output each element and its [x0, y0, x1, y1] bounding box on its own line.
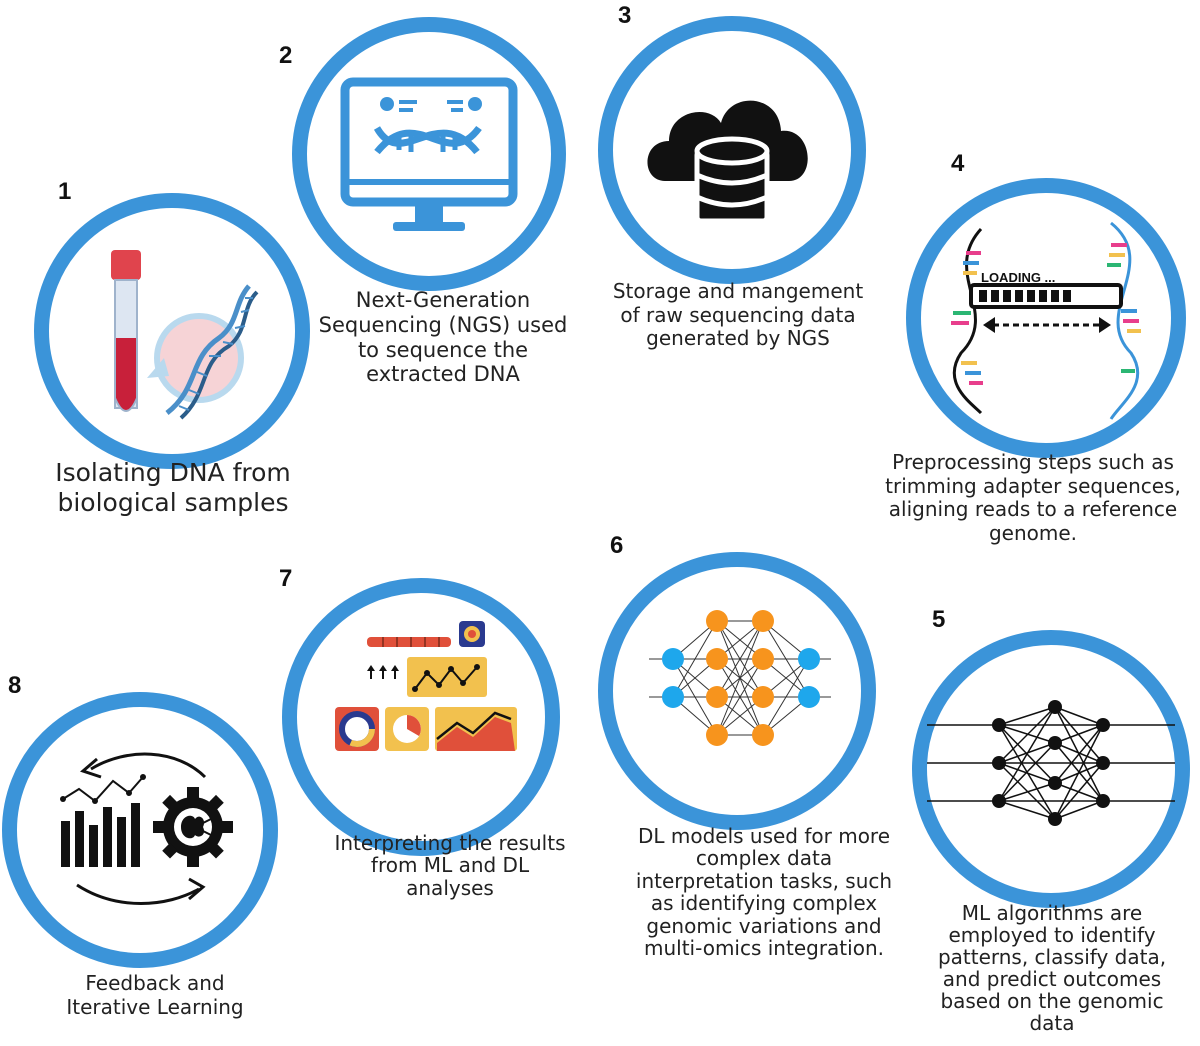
step-7-caption: Interpreting the results from ML and DL … [300, 831, 600, 900]
caption-line: ML algorithms are [961, 901, 1143, 925]
caption-line: based on the genomic [940, 989, 1164, 1013]
step-6-caption: DL models used for more complex data int… [606, 824, 922, 960]
deep-neural-network-icon [649, 610, 831, 746]
step-1-circle [34, 193, 310, 469]
caption-line: trimming adapter sequences, [885, 473, 1181, 498]
step-3-circle [598, 16, 866, 284]
test-tube-dna-icon [111, 250, 259, 420]
neural-network-icon [927, 700, 1175, 826]
caption-line: and predict outcomes [942, 967, 1162, 991]
step-number-6: 6 [610, 532, 624, 559]
step-number-7: 7 [279, 565, 293, 592]
caption-line: generated by NGS [646, 326, 830, 351]
caption-line: Feedback and [85, 971, 225, 995]
caption-line: interpretation tasks, such [635, 868, 893, 893]
feedback-loop-icon [60, 752, 233, 905]
step-3-caption: Storage and mangement of raw sequencing … [588, 279, 888, 351]
caption-line: patterns, classify data, [937, 945, 1167, 969]
caption-line: complex data [695, 846, 833, 871]
caption-line: genome. [988, 520, 1078, 545]
step-8-circle [2, 692, 278, 968]
step-4-circle: LOADING ... [906, 178, 1186, 458]
caption-line: of raw sequencing data [620, 302, 856, 327]
step-number-3: 3 [618, 2, 632, 29]
cloud-database-icon [647, 100, 808, 224]
caption-line: Preprocessing steps such as [892, 450, 1174, 474]
caption-line: Interpreting the results [334, 831, 566, 855]
caption-line: from ML and DL [370, 853, 530, 878]
caption-line: extracted DNA [366, 362, 520, 387]
caption-line: data [1029, 1011, 1075, 1035]
step-7-circle [282, 578, 560, 856]
caption-line: Next-Generation [355, 288, 531, 312]
caption-line: Iterative Learning [66, 995, 244, 1019]
caption-line: Isolating DNA from [55, 458, 291, 487]
step-4-caption: Preprocessing steps such as trimming ada… [866, 450, 1200, 545]
step-number-8: 8 [8, 672, 22, 699]
analytics-dashboard-icon [335, 621, 517, 751]
caption-line: employed to identify [948, 923, 1156, 947]
caption-line: aligning reads to a reference [888, 497, 1178, 522]
caption-line: analyses [406, 875, 494, 900]
step-number-4: 4 [951, 150, 965, 177]
step-number-2: 2 [279, 42, 293, 69]
step-number-5: 5 [932, 606, 946, 633]
step-5-circle [912, 630, 1190, 908]
caption-line: to sequence the [357, 337, 529, 362]
dna-loading-icon [951, 221, 1141, 420]
monitor-dna-icon [340, 77, 518, 231]
step-6-circle [598, 552, 876, 830]
caption-line: genomic variations and [646, 913, 882, 938]
step-1-caption: Isolating DNA from biological samples [28, 458, 318, 517]
step-number-1: 1 [58, 178, 72, 205]
caption-line: DL models used for more [637, 824, 891, 848]
caption-line: multi-omics integration. [644, 935, 884, 960]
step-2-caption: Next-Generation Sequencing (NGS) used to… [288, 288, 598, 387]
caption-line: as identifying complex [650, 891, 878, 916]
caption-line: Sequencing (NGS) used [318, 312, 568, 337]
step-5-caption: ML algorithms are employed to identify p… [916, 902, 1188, 1034]
caption-line: Storage and mangement [612, 279, 864, 303]
step-2-circle [292, 17, 566, 291]
step-8-caption: Feedback and Iterative Learning [10, 971, 300, 1019]
loading-label: LOADING ... [981, 270, 1056, 285]
caption-line: biological samples [57, 487, 289, 517]
